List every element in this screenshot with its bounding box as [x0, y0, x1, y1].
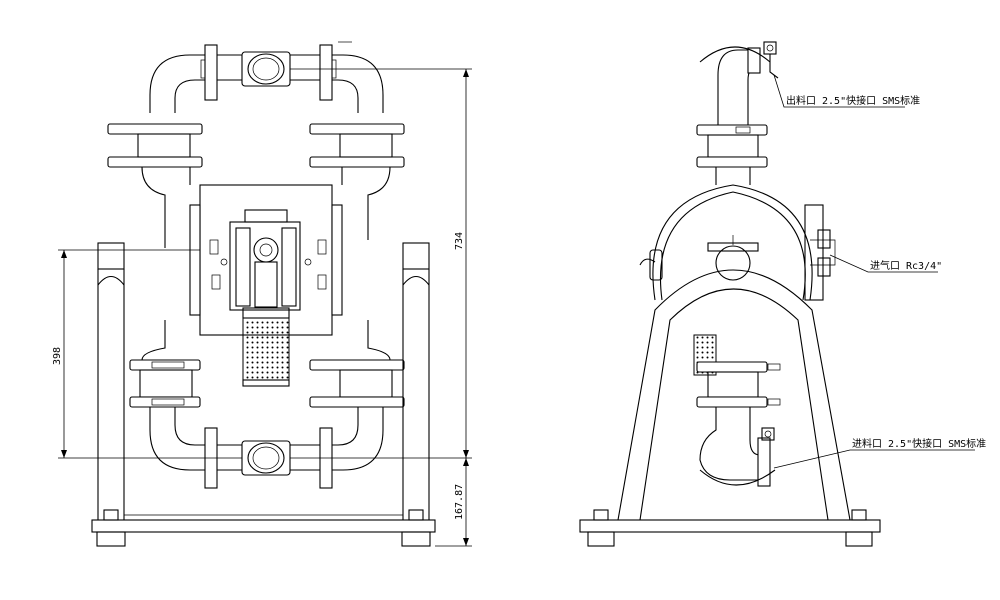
callout-outlet: 出料口 2.5"快接口 SMS标准 — [786, 94, 920, 107]
side-outlet-elbow — [699, 41, 779, 125]
side-view — [579, 41, 975, 547]
dim-base-height: 167.87 — [454, 484, 465, 520]
front-frame — [91, 242, 436, 547]
dimensions — [58, 68, 472, 547]
callout-leaders — [773, 74, 975, 469]
side-lower — [693, 334, 781, 487]
dim-inlet-height: 398 — [52, 347, 63, 365]
center-body — [189, 184, 343, 336]
callout-inlet: 进料口 2.5"快接口 SMS标准 — [852, 437, 986, 450]
top-manifold — [149, 41, 384, 113]
side-frame — [579, 269, 881, 547]
bottom-manifold — [149, 407, 384, 489]
side-upper-clamps — [696, 124, 768, 185]
front-view: 734 398 167.87 — [52, 41, 472, 547]
dim-overall-height: 734 — [454, 232, 465, 250]
callout-air-inlet: 进气口 Rc3/4" — [870, 259, 942, 272]
lower-chambers — [129, 320, 405, 408]
upper-chambers — [107, 123, 405, 248]
side-chamber — [639, 184, 836, 301]
muffler — [242, 307, 290, 387]
